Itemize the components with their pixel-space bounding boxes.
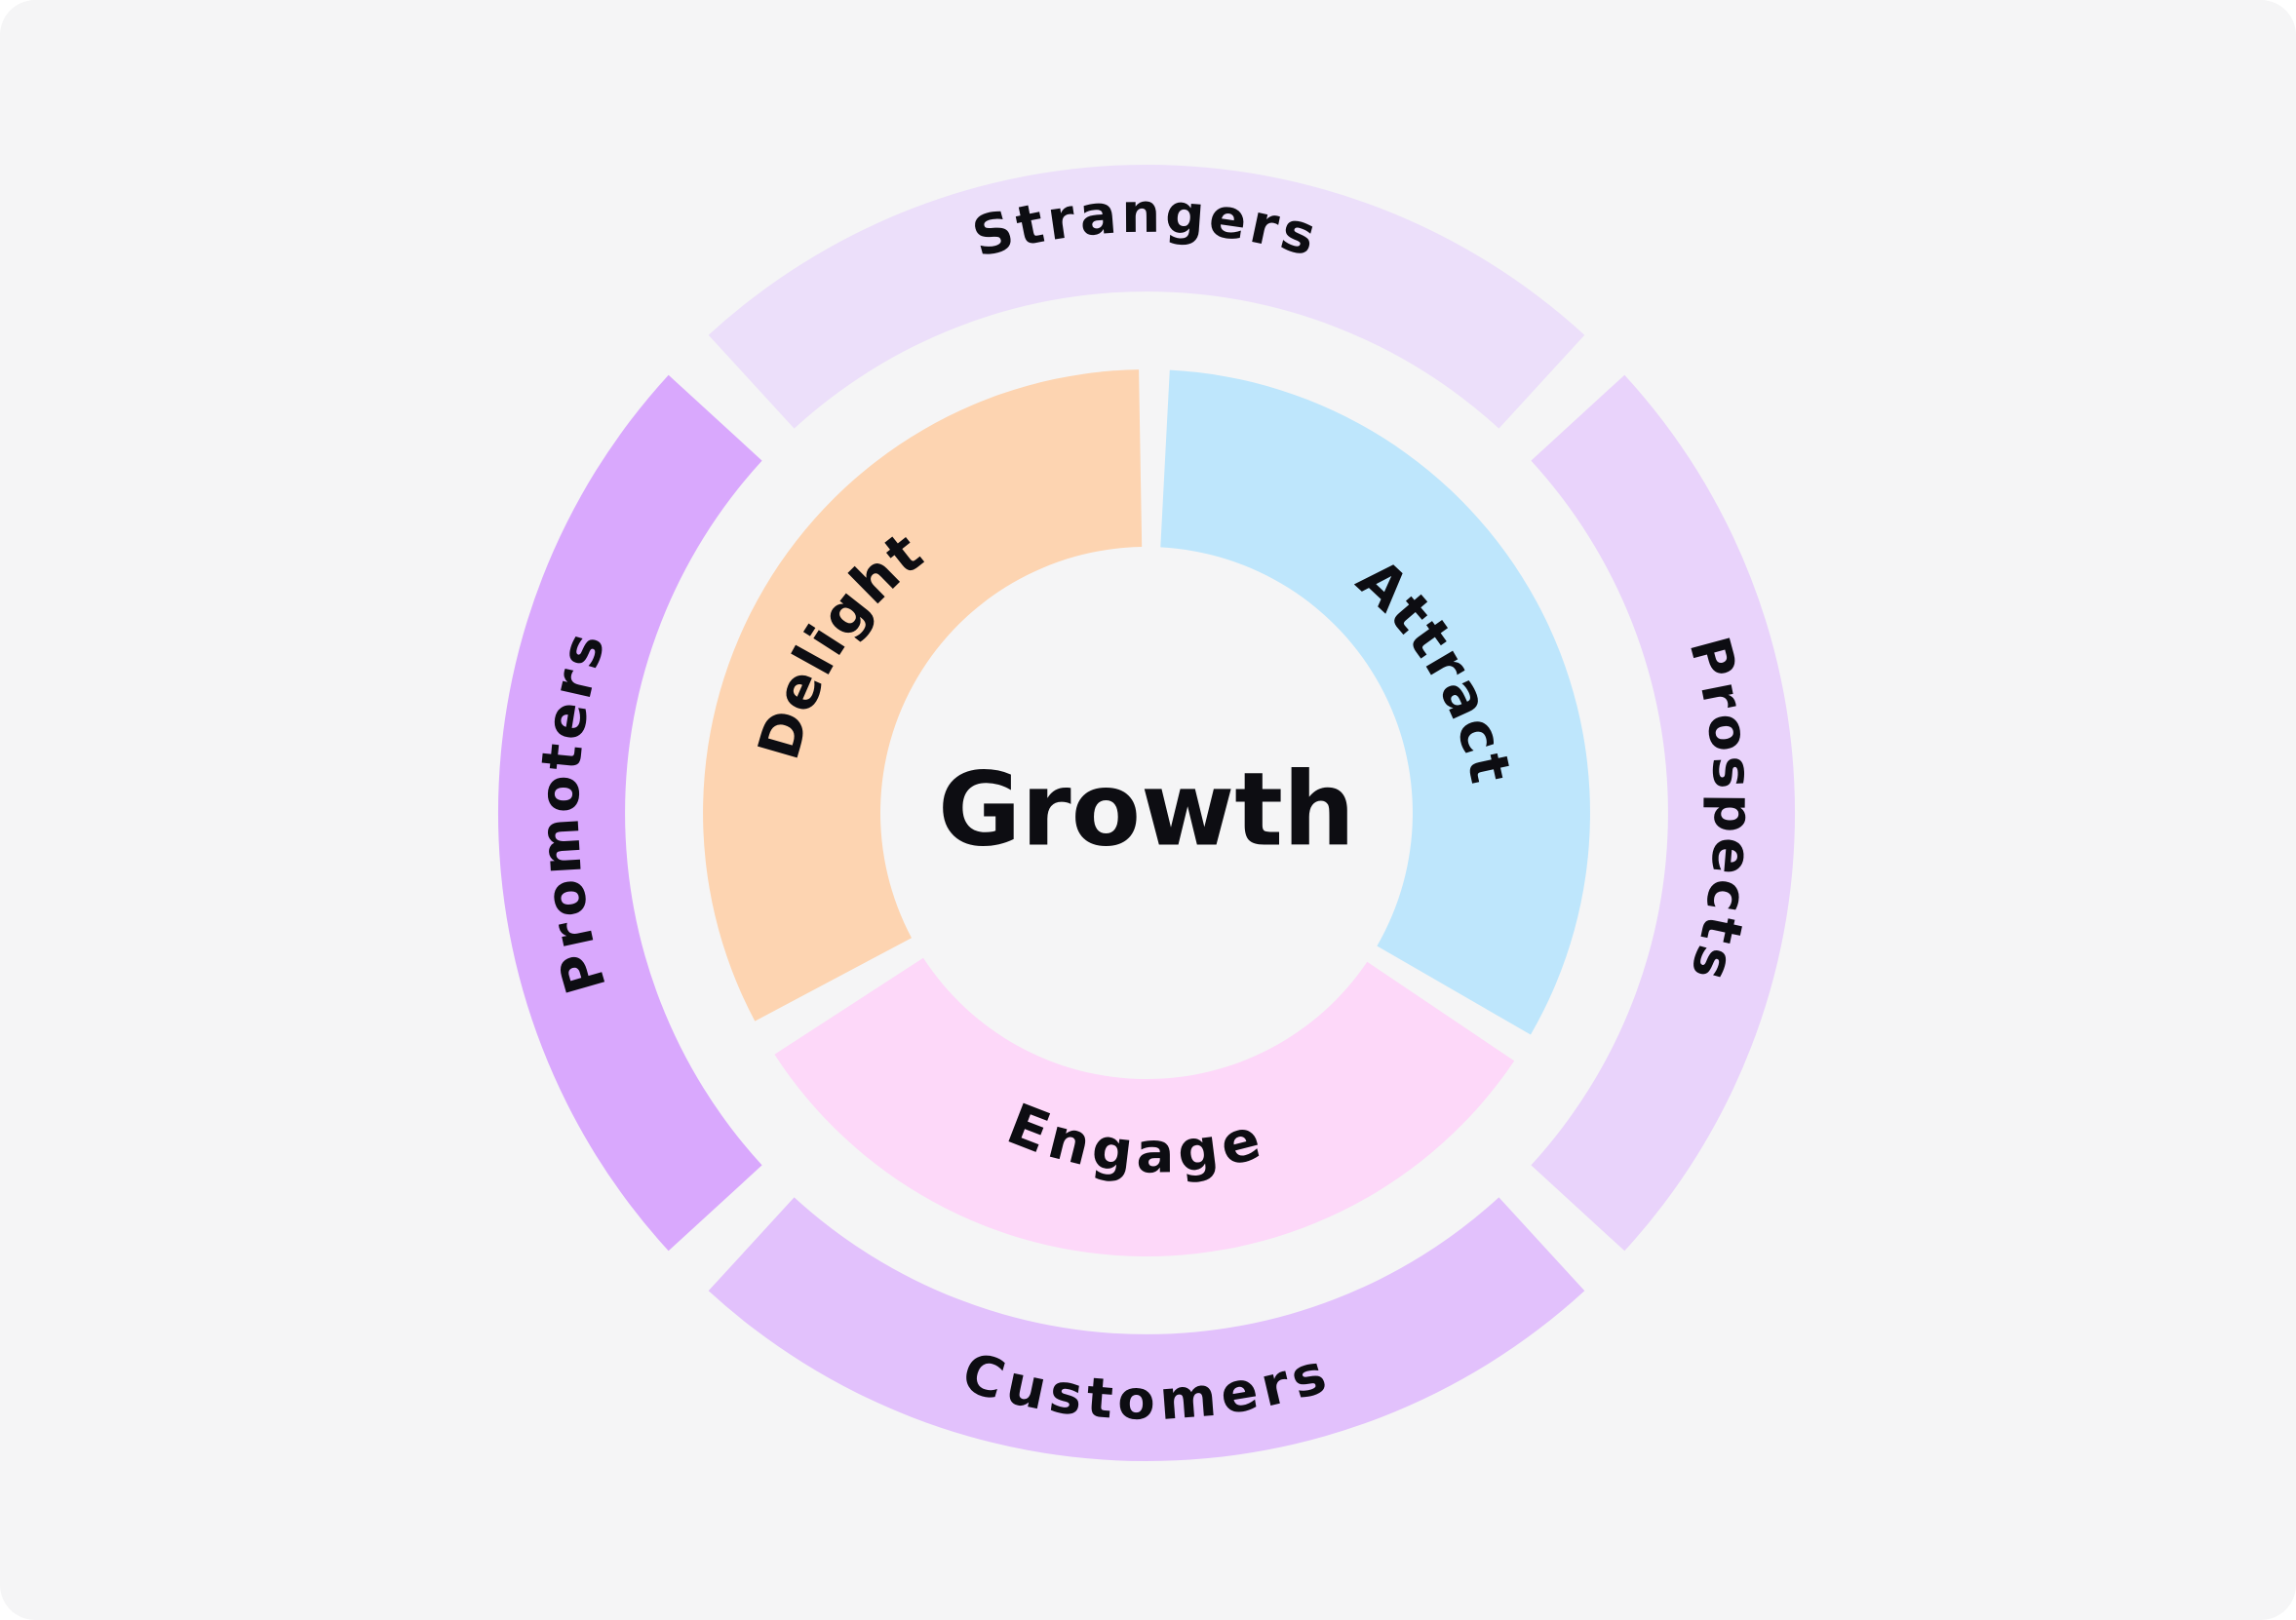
outer-segment-promoters <box>497 374 762 1252</box>
inner-segment-engage <box>774 957 1515 1256</box>
center-title: Growth <box>938 750 1355 868</box>
outer-segment-customers <box>708 1197 1585 1462</box>
outer-segment-strangers <box>708 164 1585 429</box>
outer-segment-prospects <box>1531 374 1796 1252</box>
inner-segment-delight <box>703 369 1143 1022</box>
inner-segment-attract <box>1160 369 1590 1035</box>
